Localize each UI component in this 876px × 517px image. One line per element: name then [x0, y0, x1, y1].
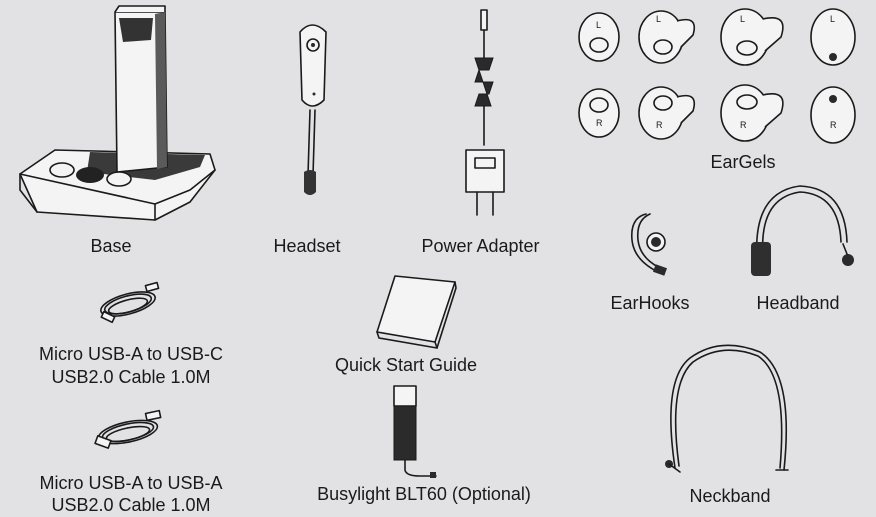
- eargel-mark-r1: R: [596, 118, 603, 128]
- base-label: Base: [90, 236, 132, 256]
- power-adapter-label: Power Adapter: [421, 236, 540, 256]
- quick-start-guide-illustration: [376, 275, 457, 349]
- headset-label: Headset: [273, 236, 341, 256]
- eargel-mark-l1: L: [596, 20, 602, 30]
- usb-a-cable-illustration: [94, 409, 162, 449]
- earhooks-illustration: [630, 213, 668, 276]
- headband-illustration: [751, 185, 854, 276]
- base-illustration: [19, 5, 216, 221]
- usb-c-cable-label-line1: Micro USB-A to USB-C: [38, 344, 224, 364]
- eargel-mark-r4: R: [830, 120, 837, 130]
- neckband-illustration: [665, 344, 789, 473]
- quick-start-guide-label: Quick Start Guide: [334, 355, 478, 375]
- earhooks-label: EarHooks: [610, 293, 690, 313]
- headset-illustration: [299, 24, 327, 195]
- usb-c-cable-illustration: [100, 281, 160, 324]
- usb-c-cable-label-line2: USB2.0 Cable 1.0M: [51, 367, 211, 387]
- eargel-mark-l3: L: [740, 14, 746, 24]
- eargel-mark-l2: L: [656, 14, 662, 24]
- usb-a-cable-label-line1: Micro USB-A to USB-A: [39, 473, 223, 493]
- eargel-mark-r3: R: [740, 120, 747, 130]
- busylight-label: Busylight BLT60 (Optional): [317, 484, 531, 504]
- neckband-label: Neckband: [689, 486, 771, 506]
- eargels-label: EarGels: [710, 152, 776, 172]
- eargels-illustration: [578, 8, 856, 144]
- headband-label: Headband: [756, 293, 840, 313]
- eargel-mark-r2: R: [656, 120, 663, 130]
- eargel-mark-l4: L: [830, 14, 836, 24]
- busylight-illustration: [393, 385, 437, 478]
- power-adapter-illustration: [465, 9, 505, 216]
- usb-a-cable-label-line2: USB2.0 Cable 1.0M: [51, 495, 211, 515]
